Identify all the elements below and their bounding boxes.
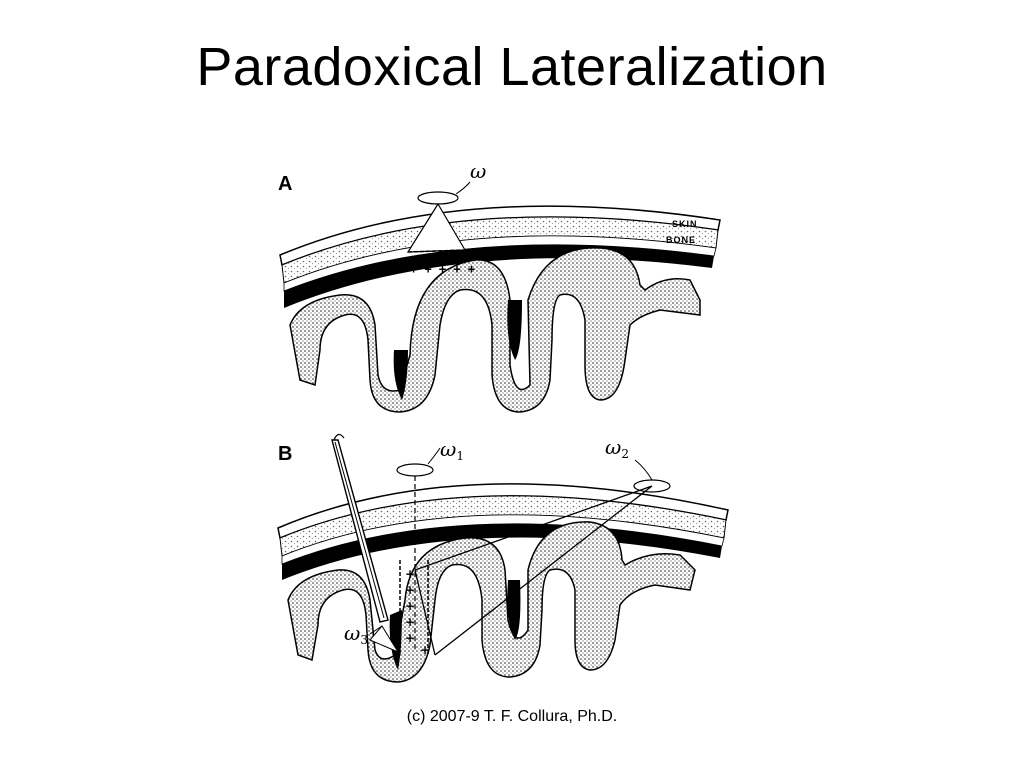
electrode-lead-b3 bbox=[369, 625, 383, 635]
sulcus-b-left bbox=[389, 610, 402, 670]
sulcus-b-right bbox=[507, 580, 521, 640]
cortex-figure: A ω + + + + + SKIN BONE DURA B bbox=[277, 159, 729, 683]
panel-a: A ω + + + + + SKIN BONE DURA bbox=[278, 159, 721, 413]
cortex-b bbox=[287, 521, 696, 683]
panel-a-letter: A bbox=[278, 173, 292, 195]
svg-text:+: + bbox=[405, 567, 415, 581]
svg-text:+: + bbox=[405, 631, 415, 645]
svg-text:+: + bbox=[405, 599, 415, 613]
layer-label-dura: DURA bbox=[660, 252, 690, 262]
svg-text:+: + bbox=[405, 583, 415, 597]
layer-label-skin: SKIN bbox=[672, 219, 698, 229]
dipole-negative-line-a bbox=[407, 249, 466, 253]
electrode-omega-b3: ω3 bbox=[344, 621, 368, 647]
electrode-disc-a bbox=[417, 191, 459, 205]
cortex-diagram: A ω + + + + + SKIN BONE DURA B bbox=[260, 150, 740, 695]
svg-text:+: + bbox=[405, 615, 415, 629]
electrode-disc-b1 bbox=[396, 463, 434, 477]
lead-field-b2-base bbox=[414, 569, 436, 656]
layer-label-bone: BONE bbox=[666, 235, 696, 245]
panel-b-letter: B bbox=[278, 443, 292, 465]
lead-field-b2 bbox=[414, 485, 653, 656]
electrode-lead-b1 bbox=[427, 447, 441, 465]
dipole-charges-b: + + + + + + bbox=[405, 567, 430, 657]
recording-cone-b3 bbox=[369, 625, 400, 654]
electrode-omega-b1: ω1 bbox=[440, 437, 464, 463]
electrode-omega-b2: ω2 bbox=[605, 435, 629, 461]
panel-b: B ω1 ω2 ω3 + + + + + bbox=[277, 433, 729, 683]
dura-layer-a bbox=[284, 244, 714, 308]
slide-title: Paradoxical Lateralization bbox=[196, 37, 828, 97]
sulcus-a-left bbox=[393, 350, 408, 400]
depth-probe-core bbox=[334, 441, 385, 619]
svg-text:+: + bbox=[420, 643, 430, 657]
cortex-a bbox=[289, 247, 701, 413]
electrode-lead-b2 bbox=[634, 459, 653, 481]
depth-probe-top bbox=[333, 433, 345, 441]
dipole-charges-a: + + + + + bbox=[410, 262, 475, 276]
copyright-footer: (c) 2007-9 T. F. Collura, Ph.D. bbox=[406, 708, 618, 725]
sulcus-a-right bbox=[507, 300, 522, 360]
recording-cone-a bbox=[406, 202, 467, 253]
electrode-omega-a: ω bbox=[470, 159, 486, 183]
electrode-lead-a bbox=[455, 181, 471, 195]
